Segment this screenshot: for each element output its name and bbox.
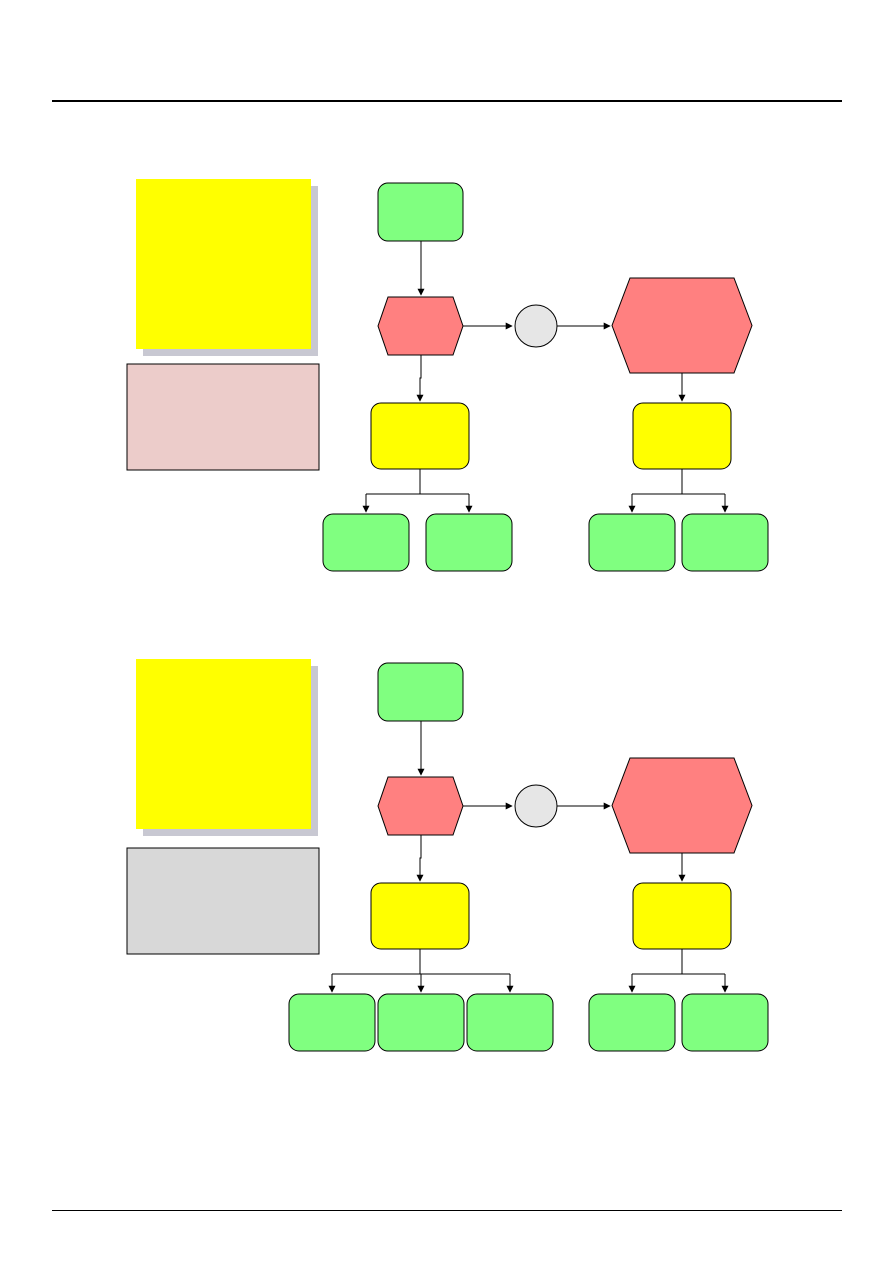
outcome-left-1	[322, 513, 410, 572]
outcome-right-2	[681, 993, 769, 1052]
header-rule	[52, 100, 842, 102]
outcome-right-1	[588, 513, 676, 572]
decision-left	[377, 296, 464, 356]
process-right	[632, 882, 732, 950]
process-left	[370, 882, 470, 950]
decision-left	[377, 776, 464, 836]
process-left	[370, 402, 470, 470]
decision-right	[611, 277, 753, 374]
info-box	[126, 847, 320, 955]
sticky-note	[136, 659, 311, 829]
outcome-left-3	[466, 993, 554, 1052]
outcome-left-1	[288, 993, 376, 1052]
connector-circle	[514, 304, 558, 348]
arrow-decision-to-process-left	[416, 355, 424, 402]
outcome-right-2	[681, 513, 769, 572]
sticky-note	[136, 179, 311, 349]
process-right	[632, 402, 732, 470]
connector-circle	[514, 784, 558, 828]
outcome-left-2	[377, 993, 465, 1052]
footer-rule	[52, 1210, 842, 1211]
arrow-decision-to-process-left	[416, 835, 424, 882]
start-node	[377, 182, 464, 242]
outcome-right-1	[588, 993, 676, 1052]
outcome-left-2	[425, 513, 513, 572]
info-box	[126, 363, 320, 471]
decision-right	[611, 757, 753, 854]
start-node	[377, 662, 464, 722]
